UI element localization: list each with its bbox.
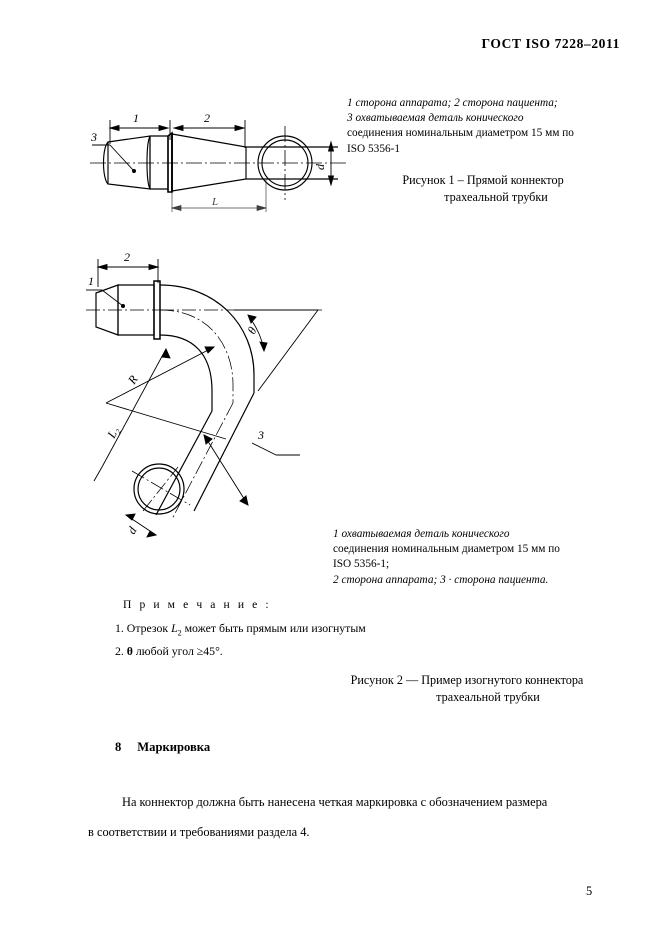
note-item-2-rest: любой угол ≥45°.: [132, 644, 223, 658]
figure-2-caption-line-1: Рисунок 2 — Пример изогнутого коннектора: [350, 673, 584, 687]
page-number: 5: [586, 884, 593, 898]
figure-2-legend-line-3: ISO 5356-1;: [333, 558, 390, 571]
figure-1-label-2: 2: [204, 111, 210, 125]
figure-2-legend-line-4: 2 сторона аппарата; 3 · сторона пациента…: [333, 573, 549, 586]
figure-2-label-d: d: [124, 523, 140, 536]
figure-1-caption-line-2: трахеальной трубки: [444, 190, 548, 204]
figure-1-legend-line-1: 1 сторона аппарата; 2 сторона пациента;: [347, 97, 558, 109]
note-item-1-rest: может быть прямым или изогнутым: [181, 621, 366, 635]
section-title: Маркировка: [137, 740, 211, 754]
paragraph-line-2: в соответствии и требованиями раздела 4.: [88, 825, 310, 839]
figure-2-label-R: R: [124, 372, 141, 387]
figure-1-label-1: 1: [133, 111, 139, 125]
figure-2-caption: Рисунок 2 — Пример изогнутого коннектора…: [326, 672, 608, 706]
document-header: ГОСТ ISO 7228–2011: [481, 36, 620, 51]
note-item-1-prefix: 1. Отрезок: [115, 621, 172, 635]
figure-1-drawing: 1 2 3 d L: [88, 100, 348, 225]
figure-1-caption: Рисунок 1 – Прямой коннектор трахеальной…: [358, 172, 608, 206]
paragraph-line-1: На коннектор должна быть нанесена четкая…: [122, 795, 548, 809]
figure-2-label-L2: L₂: [104, 424, 122, 441]
figure-1-legend: 1 сторона аппарата; 2 сторона пациента; …: [347, 96, 609, 157]
section-heading-8: 8 Маркировка: [115, 740, 210, 755]
note-item-1: 1. Отрезок L2 может быть прямым или изог…: [115, 621, 366, 637]
figure-2-caption-line-2: трахеальной трубки: [436, 690, 540, 704]
note-item-1-sub: 2: [177, 628, 182, 638]
figure-1-label-d: d: [313, 163, 327, 170]
figure-2-label-theta: θ: [244, 324, 259, 336]
note-item-2-prefix: 2.: [115, 644, 127, 658]
section-8-paragraph: На коннектор должна быть нанесена четкая…: [88, 787, 580, 847]
note-item-2: 2. θ любой угол ≥45°.: [115, 644, 223, 659]
section-number: 8: [115, 740, 122, 754]
figure-2-drawing: 2 1 θ R: [86, 243, 336, 538]
figure-1-label-L: L: [211, 196, 218, 208]
figure-1-legend-line-2: 3 охватываемая деталь конического: [347, 112, 524, 125]
figure-1-label-3: 3: [90, 130, 97, 144]
figure-1-legend-line-3: соединения номинальным диаметром 15 мм п…: [347, 127, 574, 140]
figure-2-label-1: 1: [88, 274, 94, 288]
figure-2-legend-line-1: 1 охватываемая деталь конического: [333, 528, 510, 540]
figure-2-label-3: 3: [257, 428, 264, 442]
note-item-1-var: L: [171, 621, 178, 635]
note-title: П р и м е ч а н и е :: [123, 598, 272, 611]
figure-2-legend: 1 охватываемая деталь конического соедин…: [333, 527, 611, 588]
figure-2-legend-line-2: соединения номинальным диаметром 15 мм п…: [333, 543, 560, 556]
figure-1-legend-line-4: ISO 5356-1: [347, 142, 401, 155]
figure-1-caption-line-1: Рисунок 1 – Прямой коннектор: [402, 173, 564, 187]
figure-2-label-2: 2: [124, 250, 130, 264]
note-item-2-theta: θ: [126, 644, 133, 658]
